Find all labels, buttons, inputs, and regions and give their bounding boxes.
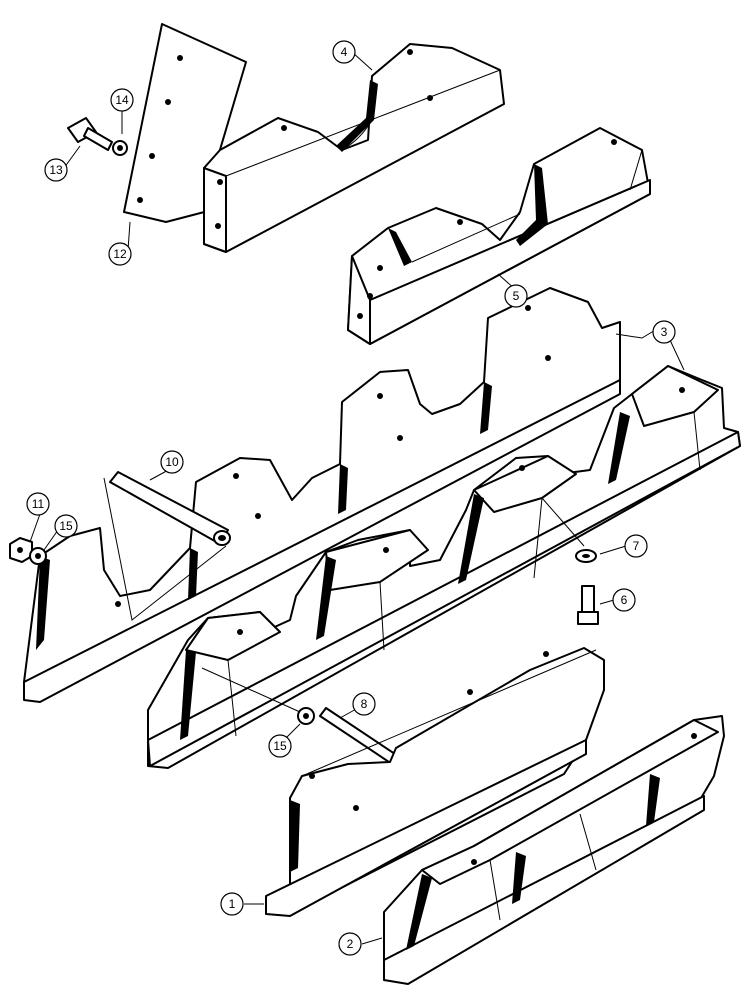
- frame-segment-part-2: [383, 715, 725, 985]
- svg-text:10: 10: [165, 455, 179, 469]
- bolt-part-13: [67, 117, 113, 151]
- nut-part-11: [9, 537, 33, 563]
- svg-text:15: 15: [273, 739, 287, 753]
- svg-text:1: 1: [229, 897, 236, 911]
- pin-part-10: [103, 471, 231, 621]
- callout-3: 3: [652, 320, 676, 344]
- frame-rail-part-3-gusseted: [147, 365, 741, 769]
- callout-8: 8: [352, 692, 376, 716]
- frame-segment-part-4: [203, 43, 505, 253]
- frame-rail-part-3-upright: [23, 287, 621, 703]
- svg-text:7: 7: [633, 539, 640, 553]
- svg-text:4: 4: [341, 45, 348, 59]
- svg-text:14: 14: [115, 93, 129, 107]
- callout-5: 5: [504, 284, 528, 308]
- bolt-part-6: [577, 585, 599, 625]
- callout-13: 13: [44, 158, 68, 182]
- svg-text:13: 13: [49, 163, 63, 177]
- callouts: 4 14 13 12 5 3 10 11 15 7 6 8 15 1 2: [26, 40, 685, 956]
- callout-6: 6: [612, 588, 636, 612]
- callout-4: 4: [332, 40, 356, 64]
- callout-11: 11: [26, 492, 50, 516]
- svg-text:8: 8: [361, 697, 368, 711]
- callout-10: 10: [160, 450, 184, 474]
- svg-text:3: 3: [661, 325, 668, 339]
- callout-2: 2: [338, 932, 362, 956]
- washer-part-7: [575, 549, 597, 563]
- svg-text:6: 6: [621, 593, 628, 607]
- washer-part-15-bottom: [297, 707, 315, 725]
- washer-part-15-left: [29, 547, 47, 565]
- washer-part-14: [112, 140, 128, 156]
- svg-text:15: 15: [59, 519, 73, 533]
- callout-7: 7: [624, 534, 648, 558]
- callout-15-bottom: 15: [268, 734, 292, 758]
- svg-text:2: 2: [347, 937, 354, 951]
- svg-text:11: 11: [32, 497, 45, 511]
- frame-segment-part-1: [265, 647, 605, 917]
- frame-segment-part-5: [347, 127, 651, 345]
- svg-text:12: 12: [113, 247, 127, 261]
- callout-14: 14: [110, 88, 134, 112]
- callout-1: 1: [220, 892, 244, 916]
- callout-12: 12: [108, 242, 132, 266]
- svg-text:5: 5: [513, 289, 520, 303]
- callout-15-left: 15: [54, 514, 78, 538]
